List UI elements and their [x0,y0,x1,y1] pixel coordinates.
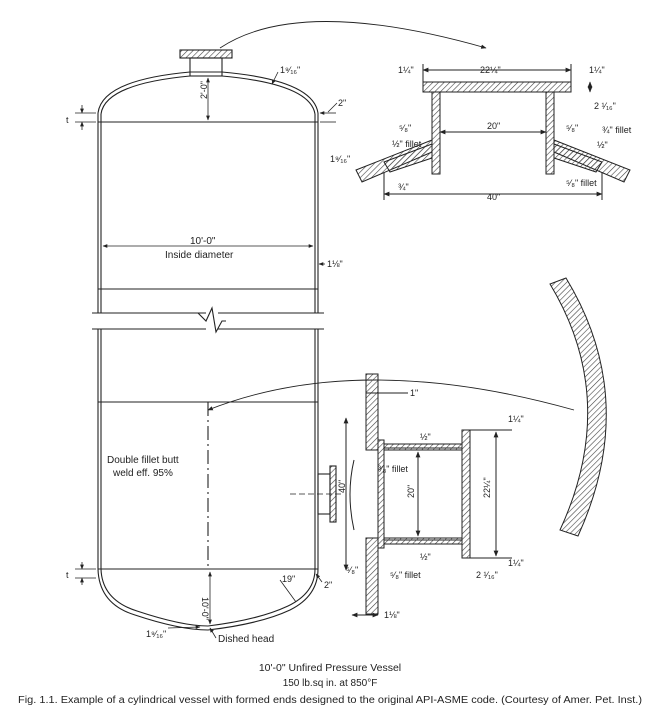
top-small-34-dim: ¾" [398,182,409,192]
crown-height-dim: 10'-0" [200,597,210,620]
top-left-flange-dim: 1¼" [398,65,414,75]
top-fillet-58-label: ⁵⁄₈" fillet [566,178,597,188]
head-offset-dim: 2" [338,98,346,108]
side-flange-right-dim: 1¼" [508,414,524,424]
top-fillet-34-label: ¾" fillet [602,125,632,135]
inside-diameter-label: Inside diameter [165,250,234,261]
caption-rating: 150 lb.sq in. at 850°F [283,678,378,689]
side-flange-dia-dim: 22¼" [482,477,492,498]
side-nozzle-detail [343,373,512,618]
side-bottom-half-dim: ½" [420,552,431,562]
side-flange-thk-dim: 2 ¹⁄₁₆" [476,570,498,580]
side-shell-thk-dim: 1⅛" [384,610,400,620]
top-fillet-12-left-label: ½" fillet [392,139,422,149]
side-pipe-id-dim: 20" [406,485,416,498]
top-flange-thk-dim: 2 ¹⁄₁₆" [594,101,616,111]
side-pad-height-dim: 40" [337,480,347,493]
head-t-label: t [66,115,69,125]
top-right-wall-dim: ⁵⁄₈" [566,123,578,133]
bottom-offset-dim: 2" [324,580,332,590]
dished-head-label: Dished head [218,634,274,645]
side-fillet-38-label: ³⁄₈" fillet [378,464,408,474]
bottom-t-label: t [66,570,69,580]
side-half-dim: ½" [420,432,431,442]
nozzle-height-dim: 2'-0" [199,81,209,99]
top-right-flange-dim: 1¼" [589,65,605,75]
top-nozzle-detail [355,64,631,200]
weld-label-1: Double fillet butt [107,455,179,466]
bottom-head-thickness-dim: 1⁹⁄₁₆" [146,629,166,639]
side-fillet-58-label: ⁵⁄₈" fillet [390,570,421,580]
side-wall-1-dim: 1" [410,388,418,398]
inside-diameter-dim: 10'-0" [190,236,216,247]
vessel-outline [92,49,337,631]
top-pad-width-dim: 40" [487,192,500,202]
top-head-thk-dim: 1⁹⁄₁₆" [330,154,350,164]
shell-thickness-dim: 1⅛" [327,259,343,269]
caption-figure: Fig. 1.1. Example of a cylindrical vesse… [18,695,642,706]
top-left-wall-dim: ⁵⁄₈" [399,123,411,133]
top-fillet-12-right-label: ½" [597,140,608,150]
knuckle-dim: 19" [282,574,295,584]
weld-label-2: weld eff. 95% [112,468,173,479]
top-flange-width-dim: 22¼" [480,65,501,75]
side-flange-right-bottom-dim: 1¼" [508,558,524,568]
side-left-58-dim: ⁵⁄₈" [346,565,358,575]
shell-section-arc [549,277,607,537]
head-thickness-dim: 1⁹⁄₁₆" [280,65,300,75]
caption-title: 10'-0" Unfired Pressure Vessel [259,662,401,674]
top-pipe-id-dim: 20" [487,121,500,131]
